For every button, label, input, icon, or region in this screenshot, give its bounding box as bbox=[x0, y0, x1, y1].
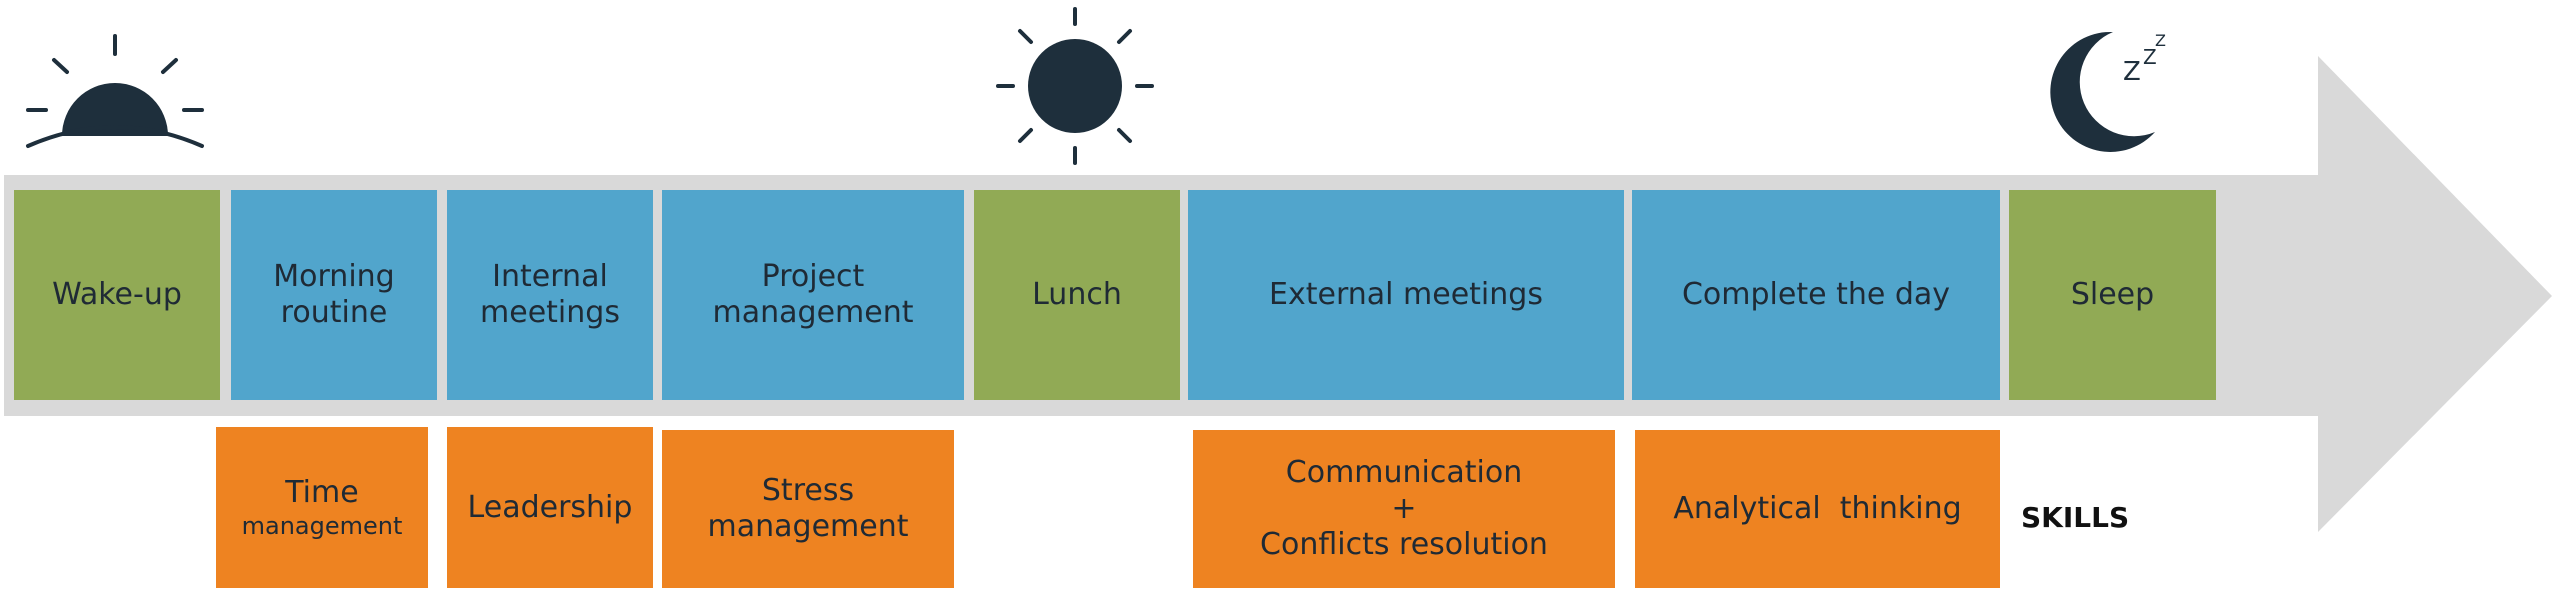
svg-text:Z: Z bbox=[2155, 31, 2166, 50]
activity-external-meetings: External meetings bbox=[1188, 190, 1624, 400]
skill-label-line2: management bbox=[241, 511, 403, 540]
skill-label: Stress management bbox=[707, 473, 909, 544]
sunrise-icon bbox=[26, 34, 204, 148]
activity-wake-up: Wake-up bbox=[14, 190, 220, 400]
moon-sleep-icon: Z Z Z bbox=[2050, 31, 2166, 152]
skill-stress-management: Stress management bbox=[662, 430, 954, 588]
activity-sleep: Sleep bbox=[2009, 190, 2216, 400]
activity-label: Sleep bbox=[2070, 277, 2155, 312]
skills-heading: SKILLS bbox=[2021, 501, 2130, 534]
activity-complete-the-day: Complete the day bbox=[1632, 190, 2000, 400]
activity-project-management: Project management bbox=[662, 190, 964, 400]
activity-label: Complete the day bbox=[1681, 277, 1951, 312]
activity-label: Morning routine bbox=[273, 259, 395, 330]
skill-label: Analytical thinking bbox=[1673, 491, 1962, 526]
skill-leadership: Leadership bbox=[447, 427, 653, 588]
activity-label: Internal meetings bbox=[480, 259, 620, 330]
skill-analytical-thinking: Analytical thinking bbox=[1635, 430, 2000, 588]
sun-icon bbox=[996, 7, 1154, 165]
activity-label: Wake-up bbox=[52, 277, 182, 312]
skill-label-line1: Time bbox=[285, 474, 359, 510]
activity-morning-routine: Morning routine bbox=[231, 190, 437, 400]
skill-label: Communication + Conflicts resolution bbox=[1260, 455, 1548, 562]
svg-text:Z: Z bbox=[2143, 45, 2157, 69]
activity-label: External meetings bbox=[1269, 277, 1543, 312]
activity-internal-meetings: Internal meetings bbox=[447, 190, 653, 400]
activity-label: Project management bbox=[712, 259, 914, 330]
skill-communication-conflicts: Communication + Conflicts resolution bbox=[1193, 430, 1615, 588]
activity-lunch: Lunch bbox=[974, 190, 1180, 400]
svg-text:Z: Z bbox=[2123, 57, 2141, 87]
skill-time-management: Time management bbox=[216, 427, 428, 588]
activity-label: Lunch bbox=[1032, 277, 1122, 312]
skill-label: Leadership bbox=[467, 489, 633, 525]
